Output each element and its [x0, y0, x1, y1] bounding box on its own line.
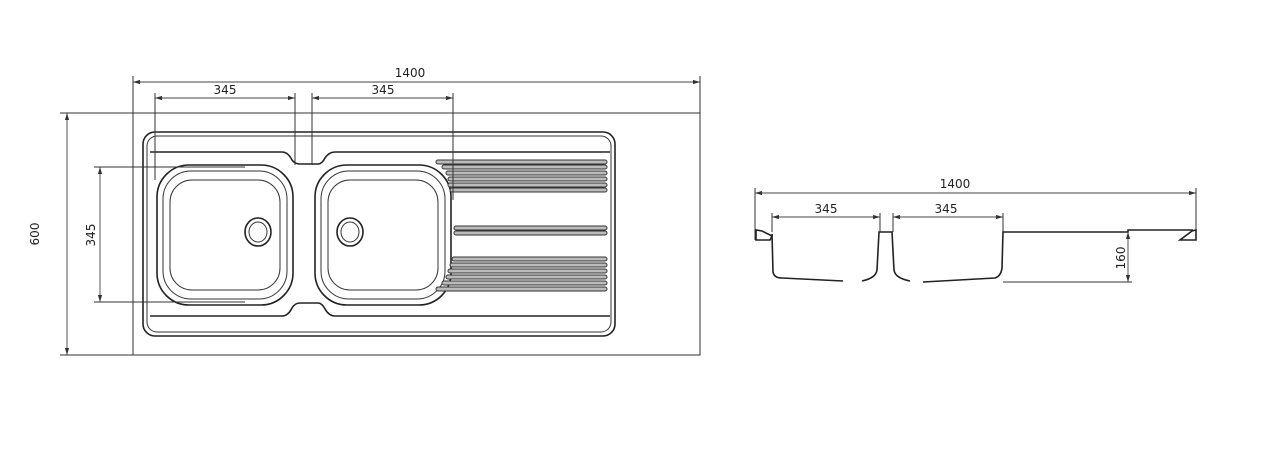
right-drain-icon: [336, 217, 364, 247]
side-view: 1400 345 345 160: [754, 177, 1197, 283]
dim-bowl-depth: 345: [84, 224, 98, 247]
drain-groove: [447, 268, 608, 274]
sink-rim: [142, 131, 616, 337]
drain-groove: [445, 170, 608, 176]
dim-right-bowl-width: 345: [372, 83, 395, 97]
rim-bottom-edge: [150, 302, 610, 317]
left-drain-icon: [244, 217, 272, 247]
dim-left-bowl-width: 345: [214, 83, 237, 97]
top-view: 1400 345 345 600 345: [28, 66, 701, 356]
drain-groove: [449, 187, 608, 193]
drain-groove: [449, 262, 608, 268]
left-lip: [755, 229, 774, 241]
right-bowl: [314, 164, 452, 306]
drain-groove: [445, 274, 608, 280]
side-dim-left-bowl: 345: [815, 202, 838, 216]
right-lip: [1177, 228, 1197, 241]
right-bowl-drainboard-profile: [922, 229, 1193, 283]
left-bowl-profile: [771, 233, 844, 282]
side-dim-right-bowl: 345: [935, 202, 958, 216]
left-bowl: [156, 164, 294, 306]
drain-groove: [435, 159, 608, 165]
drain-groove: [441, 164, 608, 170]
drainboard-grooves: [435, 159, 608, 292]
side-dim-overall-width: 1400: [940, 177, 971, 191]
drain-groove: [447, 182, 608, 188]
rim-top-edge: [150, 151, 610, 165]
drain-groove: [435, 286, 608, 292]
drain-groove: [453, 230, 608, 236]
drain-groove: [451, 256, 608, 262]
countertop-outline: [132, 112, 701, 356]
drain-groove: [453, 225, 608, 231]
bowl-divider-profile: [861, 231, 911, 282]
side-dim-bowl-height: 160: [1114, 247, 1128, 270]
dim-overall-depth: 600: [28, 223, 42, 246]
drain-groove: [447, 176, 608, 182]
dim-overall-width: 1400: [395, 66, 426, 80]
drain-groove: [441, 280, 608, 286]
